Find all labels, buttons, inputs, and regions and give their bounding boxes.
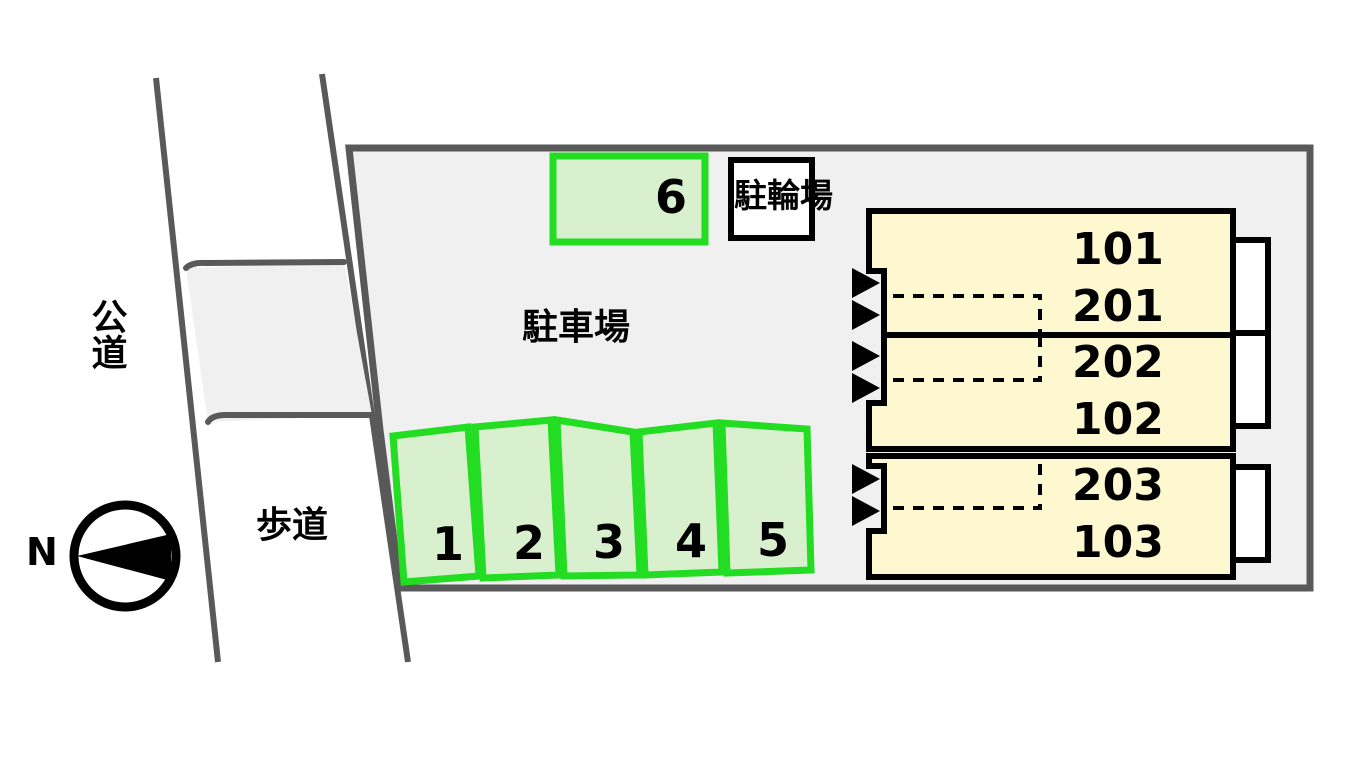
public-road-group <box>153 73 411 663</box>
bicycle-parking-group <box>728 157 815 241</box>
entrance-arrows-group <box>852 268 880 526</box>
balconies-group <box>1230 237 1271 563</box>
road-right-edge <box>319 73 411 663</box>
building-block-b-shape <box>866 453 1236 580</box>
parking-stalls-row-group <box>389 415 815 586</box>
entrance-arrow-1 <box>852 268 880 298</box>
parking-stall-6-group <box>549 152 709 246</box>
driveway-bottom-curb <box>205 412 375 425</box>
unit-202-stair-dashed <box>893 335 1042 382</box>
driveway-entrance-group <box>183 259 375 425</box>
entrance-arrow-6 <box>852 496 880 526</box>
balcony-middle <box>1230 330 1271 429</box>
compass-group <box>69 500 181 612</box>
parking-stall-2-shape <box>471 416 563 582</box>
building-block-b-group <box>866 453 1236 580</box>
balcony-upper <box>1230 237 1271 336</box>
entrance-arrow-3 <box>852 341 880 371</box>
parking-stall-6-shape <box>549 152 709 246</box>
entrance-arrow-4 <box>852 373 880 403</box>
building-block-a-shape <box>866 208 1236 452</box>
compass-needle <box>77 534 171 581</box>
road-left-edge <box>153 77 221 663</box>
unit-201-stair-dashed <box>893 294 1042 335</box>
unit-203-stair-dashed <box>893 463 1042 510</box>
driveway-apron <box>186 262 372 422</box>
balcony-lower <box>1230 464 1271 563</box>
entrance-arrow-5 <box>852 464 880 494</box>
parking-stall-5-shape <box>718 419 815 577</box>
parking-stall-4-shape <box>635 419 726 579</box>
bicycle-parking-shape <box>728 157 815 241</box>
entrance-arrow-2 <box>852 300 880 330</box>
building-block-a-group <box>866 208 1236 452</box>
parking-stall-3-shape <box>553 415 644 580</box>
driveway-top-curb <box>183 259 347 271</box>
parking-stall-1-shape <box>389 423 483 586</box>
